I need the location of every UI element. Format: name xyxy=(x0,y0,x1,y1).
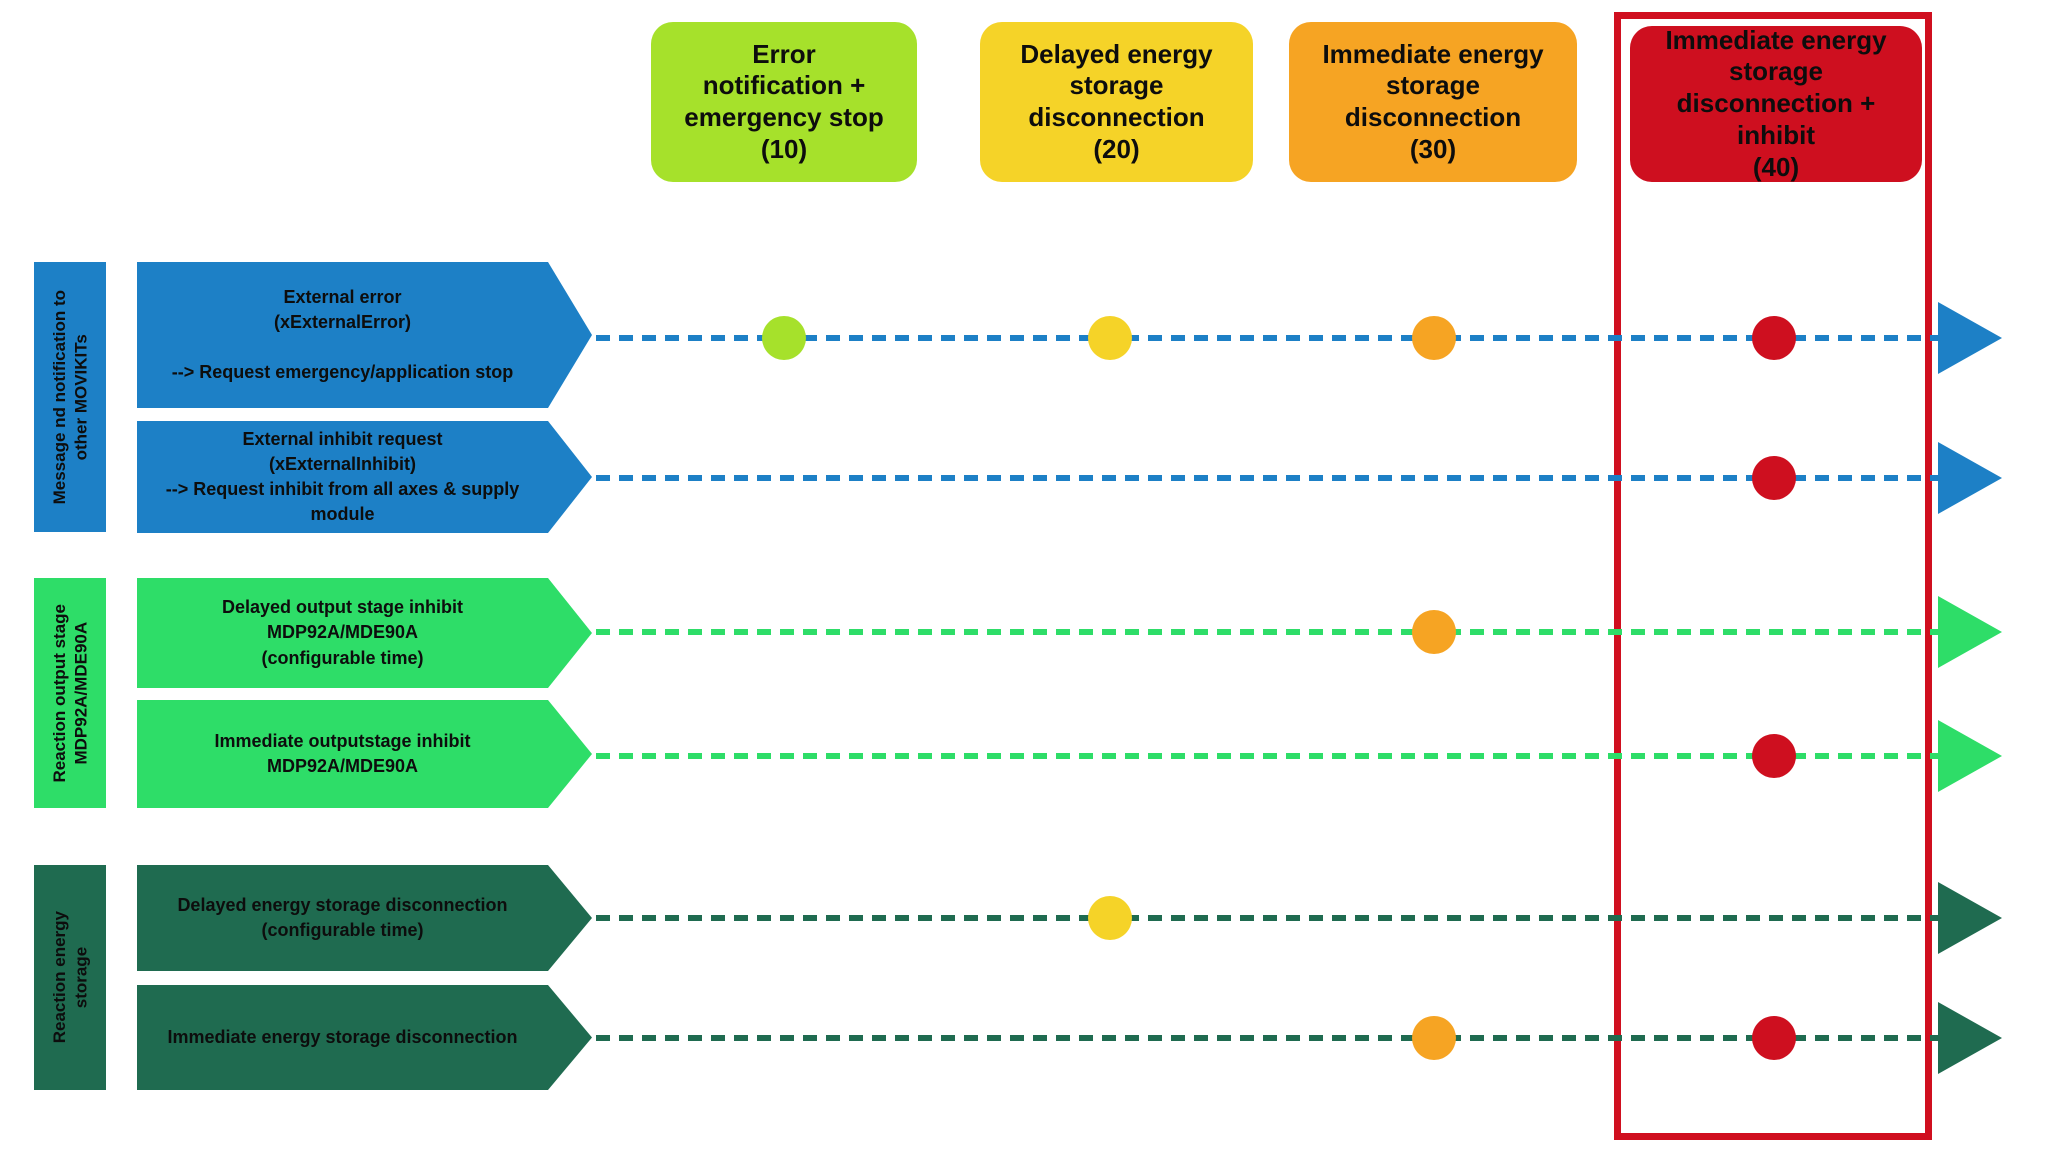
reaction-level-dot xyxy=(1752,1016,1796,1060)
row-arrowhead-icon xyxy=(1938,442,2002,514)
column-header-level-30: Immediate energy storage disconnection (… xyxy=(1289,22,1577,182)
reaction-level-dot xyxy=(1412,316,1456,360)
row-connector-line xyxy=(596,335,1938,341)
reaction-level-dot xyxy=(1752,734,1796,778)
row-arrowhead-icon xyxy=(1938,1002,2002,1074)
reaction-level-dot xyxy=(1088,896,1132,940)
reaction-level-dot xyxy=(1412,610,1456,654)
column-header-level-20: Delayed energy storage disconnection (20… xyxy=(980,22,1253,182)
row-box-delayed-output-stage-inhibit: Delayed output stage inhibit MDP92A/MDE9… xyxy=(137,578,592,688)
group-label-messages-movikits: Message nd notification to other MOVIKIT… xyxy=(34,262,106,532)
row-connector-line xyxy=(596,1035,1938,1041)
row-box-external-inhibit-request: External inhibit request (xExternalInhib… xyxy=(137,421,592,533)
row-arrowhead-icon xyxy=(1938,302,2002,374)
row-connector-line xyxy=(596,629,1938,635)
row-arrowhead-icon xyxy=(1938,596,2002,668)
column-header-level-40: Immediate energy storage disconnection +… xyxy=(1630,25,1922,182)
group-label-text: Reaction energy storage xyxy=(49,911,90,1044)
row-arrowhead-icon xyxy=(1938,882,2002,954)
row-box-external-error: External error (xExternalError) --> Requ… xyxy=(137,262,592,408)
reaction-level-dot xyxy=(1412,1016,1456,1060)
reaction-level-dot xyxy=(762,316,806,360)
row-connector-line xyxy=(596,915,1938,921)
group-label-text: Reaction output stage MDP92A/MDE90A xyxy=(49,603,90,783)
row-connector-line xyxy=(596,475,1938,481)
group-label-reaction-output-stage: Reaction output stage MDP92A/MDE90A xyxy=(34,578,106,808)
group-label-text: Message nd notification to other MOVIKIT… xyxy=(49,289,90,505)
column-header-level-10: Error notification + emergency stop (10) xyxy=(651,22,917,182)
level-40-highlight-frame xyxy=(1614,12,1932,1140)
reaction-level-dot xyxy=(1752,456,1796,500)
row-connector-line xyxy=(596,753,1938,759)
row-box-immediate-outputstage-inhibit: Immediate outputstage inhibit MDP92A/MDE… xyxy=(137,700,592,808)
group-label-reaction-energy-storage: Reaction energy storage xyxy=(34,865,106,1090)
row-arrowhead-icon xyxy=(1938,720,2002,792)
reaction-level-dot xyxy=(1088,316,1132,360)
reaction-level-dot xyxy=(1752,316,1796,360)
row-box-delayed-energy-storage-disconnection: Delayed energy storage disconnection (co… xyxy=(137,865,592,971)
row-box-immediate-energy-storage-disconnection: Immediate energy storage disconnection xyxy=(137,985,592,1090)
